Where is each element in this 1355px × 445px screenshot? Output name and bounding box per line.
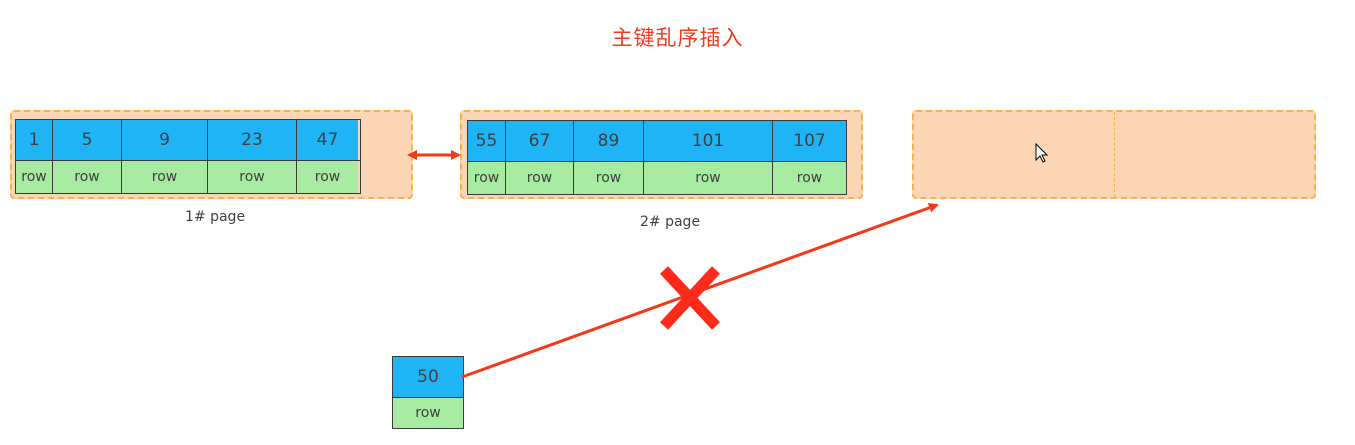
- page-2-records: 55 67 89 101 107 row row row row row: [467, 120, 847, 195]
- empty-page-divider: [1114, 112, 1115, 197]
- new-record: 50 row: [392, 356, 464, 429]
- page-2-key-cell: 89: [574, 121, 644, 161]
- page-2-key-cell: 107: [773, 121, 846, 161]
- page-2-key-cell: 67: [506, 121, 574, 161]
- page-1-key-cell: 47: [297, 120, 358, 160]
- page-2-row-cell: row: [773, 162, 846, 194]
- page-1-key-cell: 5: [53, 120, 122, 160]
- page-1-row-cell: row: [297, 161, 358, 193]
- page-1-records: 1 5 9 23 47 row row row row row: [15, 119, 361, 194]
- diagram-title: 主键乱序插入: [611, 26, 744, 50]
- page-2-key-cell: 101: [644, 121, 773, 161]
- page-1-row-cell: row: [122, 161, 208, 193]
- page-2-row-cell: row: [644, 162, 773, 194]
- page-2-row-cell: row: [506, 162, 574, 194]
- page-1-key-cell: 9: [122, 120, 208, 160]
- page-2-label: 2# page: [640, 214, 701, 230]
- page-1-row-cell: row: [208, 161, 297, 193]
- page-1-label: 1# page: [185, 209, 246, 225]
- new-record-row-cell: row: [393, 398, 463, 428]
- cross-icon: [659, 266, 721, 330]
- page-1-key-cell: 23: [208, 120, 297, 160]
- mouse-cursor-icon: [1035, 142, 1049, 163]
- page-2-key-cell: 55: [468, 121, 506, 161]
- page-2-row-cell: row: [574, 162, 644, 194]
- page-2-row-cell: row: [468, 162, 506, 194]
- page-1-row-cell: row: [16, 161, 53, 193]
- page-1-row-cell: row: [53, 161, 122, 193]
- new-record-key-cell: 50: [393, 357, 463, 397]
- page-1-key-cell: 1: [16, 120, 53, 160]
